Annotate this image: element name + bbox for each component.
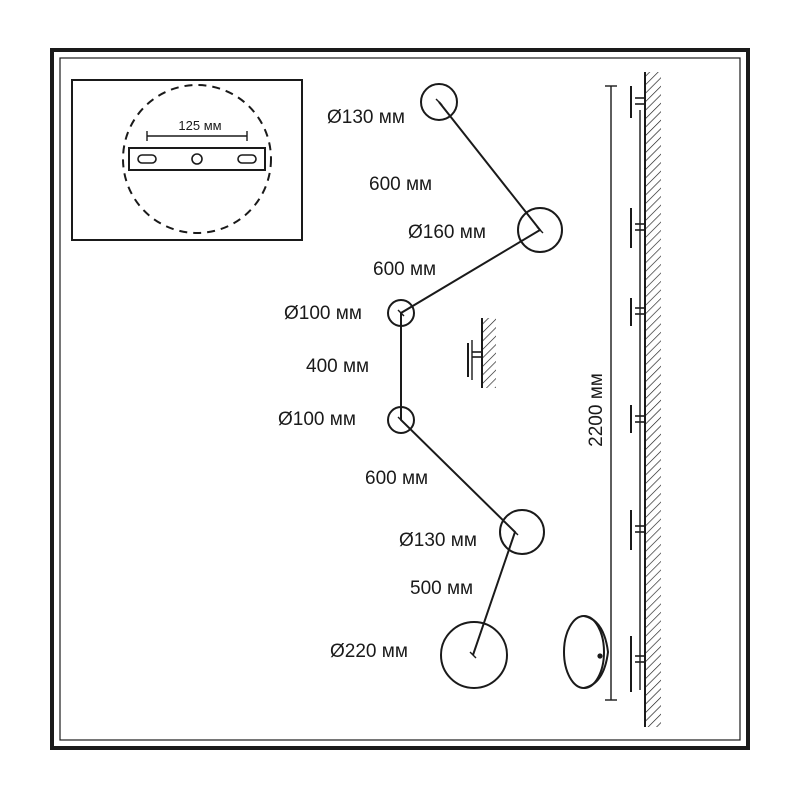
shade-4-d100 [387, 406, 415, 434]
bracket-slot-left [137, 154, 157, 164]
shade-2-d160 [517, 207, 563, 253]
canopy-outline-dashed [122, 84, 272, 234]
diameter-label-6: Ø220 мм [330, 641, 408, 662]
bracket-plate [128, 147, 266, 171]
side-view-fixtures [630, 86, 645, 692]
mounting-bracket-inset: 125 мм [71, 79, 303, 241]
shade-3-d100 [387, 299, 415, 327]
bracket-width-label: 125 мм [178, 118, 221, 133]
spacing-label-4: 600 мм [365, 468, 428, 489]
mount-side-view [467, 318, 496, 388]
spacing-label-1: 600 мм [369, 174, 432, 195]
shade-6-d220 [440, 621, 508, 689]
connection-wires [400, 101, 542, 656]
diameter-label-4: Ø100 мм [278, 409, 356, 430]
diameter-labels: Ø130 мм Ø160 мм Ø100 мм Ø100 мм Ø130 мм … [278, 107, 486, 662]
wall-side-view [644, 72, 661, 727]
shade-1-d130 [420, 83, 458, 121]
diameter-label-2: Ø160 мм [408, 222, 486, 243]
bracket-center-hole [191, 153, 203, 165]
diameter-label-5: Ø130 мм [399, 530, 477, 551]
shade-5-d130 [499, 509, 545, 555]
spacing-label-2: 600 мм [373, 259, 436, 280]
spacing-label-3: 400 мм [306, 356, 369, 377]
bracket-slot-right [237, 154, 257, 164]
attachment-marks [397, 98, 544, 659]
diameter-label-1: Ø130 мм [327, 107, 405, 128]
total-height-dimension [605, 85, 617, 701]
total-height-label: 2200 мм [586, 373, 607, 447]
spacing-label-5: 500 мм [410, 578, 473, 599]
diameter-label-3: Ø100 мм [284, 303, 362, 324]
outer-frame [50, 48, 750, 750]
shade-perspective-view [563, 615, 610, 689]
shades [387, 83, 563, 689]
spacing-labels: 600 мм 600 мм 400 мм 600 мм 500 мм [306, 174, 473, 599]
